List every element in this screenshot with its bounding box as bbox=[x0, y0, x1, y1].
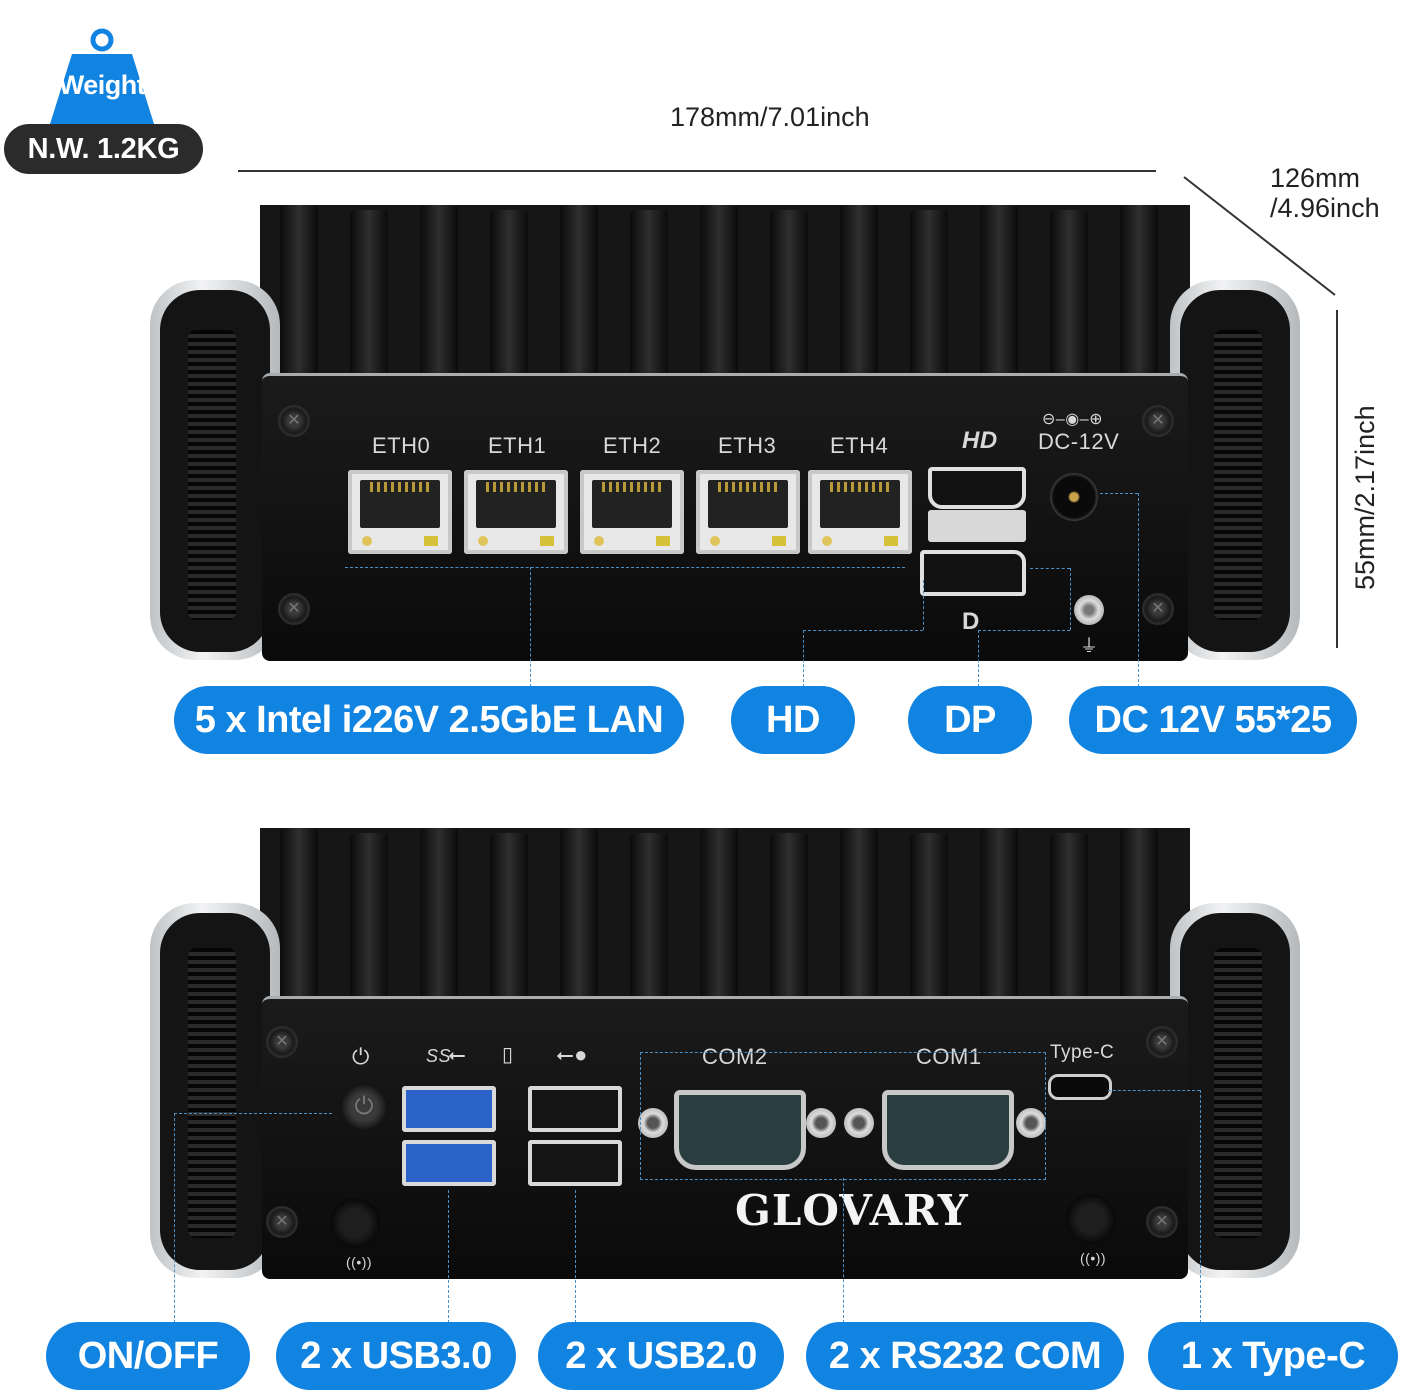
depth-dimension: 126mm /4.96inch bbox=[1270, 163, 1380, 223]
com-label: COM1 bbox=[916, 1044, 982, 1069]
heatsink-fins bbox=[260, 828, 1190, 998]
ethernet-port bbox=[696, 470, 800, 554]
weight-title: Weight bbox=[58, 70, 146, 100]
power-button: ⏻ bbox=[340, 1083, 388, 1131]
height-line bbox=[1336, 310, 1338, 648]
eth-label: ETH1 bbox=[488, 433, 547, 458]
power-icon: ⏻ bbox=[352, 1044, 370, 1069]
ground-screw bbox=[1074, 595, 1104, 625]
screw: ✕ bbox=[278, 593, 310, 625]
usb2-port bbox=[528, 1086, 622, 1132]
screw: ✕ bbox=[266, 1206, 298, 1238]
width-line bbox=[238, 170, 1156, 172]
lan-callout: 5 x Intel i226V 2.5GbE LAN bbox=[174, 686, 684, 754]
onoff-callout: ON/OFF bbox=[46, 1322, 250, 1390]
com-label: COM2 bbox=[702, 1044, 768, 1069]
usb2-callout: 2 x USB2.0 bbox=[538, 1322, 784, 1390]
screw: ✕ bbox=[1146, 1206, 1178, 1238]
dp-port bbox=[920, 550, 1026, 596]
usb3-port bbox=[402, 1086, 496, 1132]
brand-logo: GLOVARY bbox=[735, 1186, 969, 1235]
com-callout: 2 x RS232 COM bbox=[806, 1322, 1124, 1390]
usb3-port bbox=[402, 1140, 496, 1186]
storage-icon: ▯ bbox=[502, 1044, 514, 1066]
dc-power-jack bbox=[1050, 473, 1098, 521]
ground-icon: ⏚ bbox=[1080, 636, 1099, 656]
com-screw bbox=[1016, 1108, 1046, 1138]
dp-callout: DP bbox=[908, 686, 1032, 754]
height-dimension: 55mm/2.17inch bbox=[1350, 405, 1380, 590]
ethernet-port bbox=[580, 470, 684, 554]
rs232-port bbox=[882, 1090, 1014, 1170]
screw: ✕ bbox=[278, 405, 310, 437]
width-dimension: 178mm/7.01inch bbox=[670, 102, 870, 132]
usb2-port bbox=[528, 1140, 622, 1186]
hd-callout: HD bbox=[731, 686, 855, 754]
weight-icon bbox=[50, 28, 154, 124]
com-screw bbox=[638, 1108, 668, 1138]
screw: ✕ bbox=[1142, 593, 1174, 625]
hd-port bbox=[928, 467, 1026, 509]
com-screw bbox=[844, 1108, 874, 1138]
dc-callout: DC 12V 55*25 bbox=[1069, 686, 1357, 754]
typec-callout: 1 x Type-C bbox=[1148, 1322, 1398, 1390]
typec-port bbox=[1048, 1074, 1112, 1100]
ethernet-port bbox=[348, 470, 452, 554]
dc-symbol: ⊖–◉–⊕ bbox=[1042, 411, 1104, 428]
com-screw bbox=[806, 1108, 836, 1138]
heatsink-fins bbox=[260, 205, 1190, 375]
eth-label: ETH0 bbox=[372, 433, 431, 458]
ethernet-port bbox=[464, 470, 568, 554]
ethernet-port bbox=[808, 470, 912, 554]
rs232-port bbox=[674, 1090, 806, 1170]
net-weight-badge: N.W. 1.2KG bbox=[4, 124, 203, 174]
screw: ✕ bbox=[1146, 1026, 1178, 1058]
dp-logo: D bbox=[962, 608, 980, 635]
antenna-port bbox=[330, 1198, 380, 1248]
typec-label: Type-C bbox=[1050, 1042, 1115, 1063]
hd-logo: HD bbox=[962, 427, 998, 454]
eth-label: ETH2 bbox=[603, 433, 662, 458]
usb-icon: ⭠● bbox=[556, 1042, 588, 1067]
device-rear: ✕ ✕ ✕ ✕ ⏻ ⏻ ((•)) ((•)) SS ⭠ ▯ ⭠● COM2 C… bbox=[150, 828, 1300, 1283]
eth-label: ETH3 bbox=[718, 433, 777, 458]
depth-line bbox=[1183, 176, 1336, 296]
eth-label: ETH4 bbox=[830, 433, 889, 458]
usb3-logo: SS bbox=[426, 1046, 452, 1066]
usb-icon: ⭠ bbox=[448, 1042, 467, 1067]
antenna-icon: ((•)) bbox=[1080, 1250, 1107, 1266]
antenna-port bbox=[1066, 1194, 1116, 1244]
antenna-icon: ((•)) bbox=[346, 1254, 373, 1270]
dc-label: DC-12V bbox=[1038, 429, 1120, 454]
depth-line1: 126mm bbox=[1270, 163, 1361, 193]
depth-line2: /4.96inch bbox=[1270, 193, 1380, 223]
device-front: ✕ ✕ ✕ ✕ ETH0 ETH1 ETH2 ETH3 ETH4 HD D ⊖–… bbox=[150, 205, 1300, 665]
usb3-callout: 2 x USB3.0 bbox=[276, 1322, 516, 1390]
screw: ✕ bbox=[1142, 405, 1174, 437]
screw: ✕ bbox=[266, 1026, 298, 1058]
